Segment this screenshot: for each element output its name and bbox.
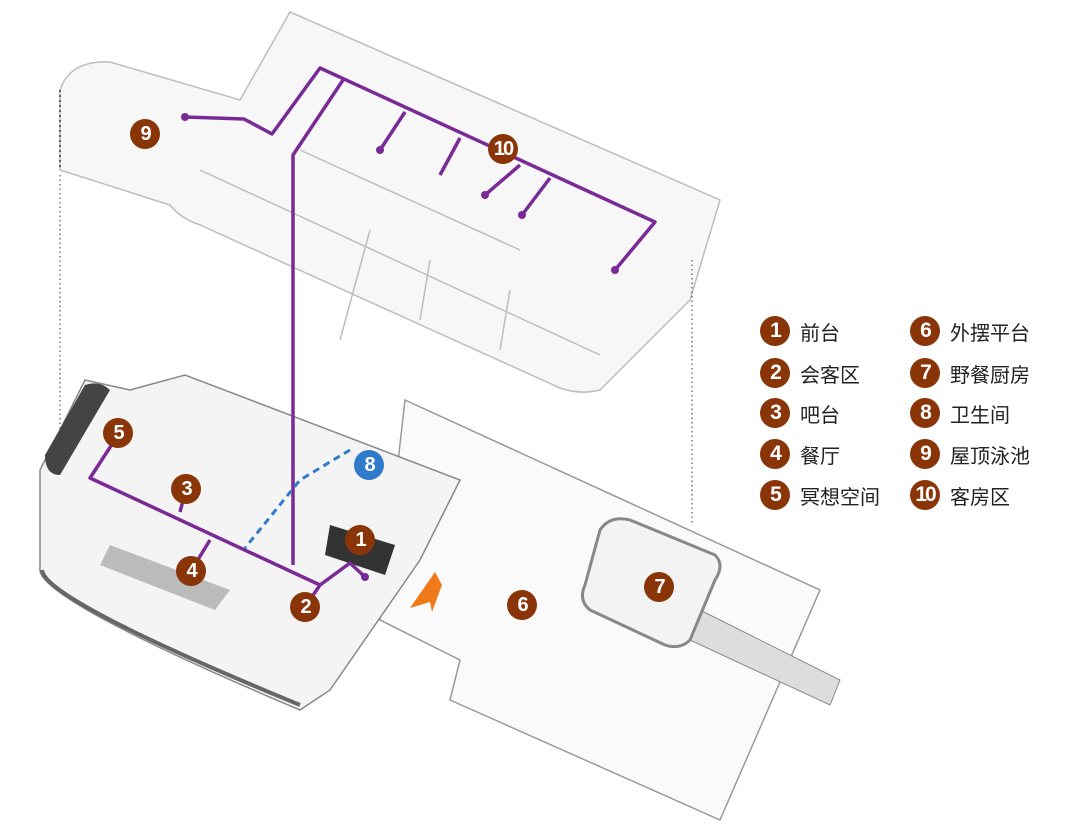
zone-marker-1: 1 xyxy=(345,525,375,555)
legend-item: 1 前台 xyxy=(760,314,840,348)
legend-item: 6 外摆平台 xyxy=(910,314,1030,348)
zone-marker-6: 6 xyxy=(507,590,537,620)
legend-label: 卫生间 xyxy=(950,402,1010,427)
zone-marker-2: 2 xyxy=(290,592,320,622)
legend-label: 会客区 xyxy=(800,362,860,387)
legend-number: 2 xyxy=(760,358,790,388)
legend-number: 1 xyxy=(760,316,790,346)
legend-label: 客房区 xyxy=(950,484,1010,509)
legend-label: 餐厅 xyxy=(800,443,840,468)
zone-marker-10: 10 xyxy=(488,134,518,164)
legend-item: 9 屋顶泳池 xyxy=(910,437,1030,471)
legend-label: 吧台 xyxy=(800,402,840,427)
legend-item: 5 冥想空间 xyxy=(760,478,880,512)
legend-item: 3 吧台 xyxy=(760,396,840,430)
legend-label: 前台 xyxy=(800,320,840,345)
legend-number: 8 xyxy=(910,398,940,428)
legend-item: 7 野餐厨房 xyxy=(910,356,1030,390)
upper-floor-outline xyxy=(59,11,721,393)
legend-number: 5 xyxy=(760,480,790,510)
zone-marker-9: 9 xyxy=(130,119,160,149)
route-endpoints xyxy=(181,113,619,581)
legend-item: 8 卫生间 xyxy=(910,396,1010,430)
zone-marker-4: 4 xyxy=(176,556,206,586)
zone-marker-5: 5 xyxy=(103,418,133,448)
legend-label: 野餐厨房 xyxy=(950,362,1030,387)
zone-marker-3: 3 xyxy=(171,474,201,504)
legend-number: 4 xyxy=(760,439,790,469)
legend-number: 3 xyxy=(760,398,790,428)
zone-marker-8: 8 xyxy=(354,450,384,480)
zone-marker-7: 7 xyxy=(644,572,674,602)
legend-number: 10 xyxy=(910,480,940,510)
legend-number: 6 xyxy=(910,316,940,346)
legend-number: 7 xyxy=(910,358,940,388)
legend-label: 冥想空间 xyxy=(800,484,880,509)
legend-label: 屋顶泳池 xyxy=(950,443,1030,468)
entrance-arrow-icon xyxy=(410,572,442,612)
legend-item: 2 会客区 xyxy=(760,356,860,390)
legend-label: 外摆平台 xyxy=(950,320,1030,345)
legend-number: 9 xyxy=(910,439,940,469)
legend-item: 4 餐厅 xyxy=(760,437,840,471)
restroom-route xyxy=(243,448,351,549)
legend-item: 10 客房区 xyxy=(910,478,1010,512)
